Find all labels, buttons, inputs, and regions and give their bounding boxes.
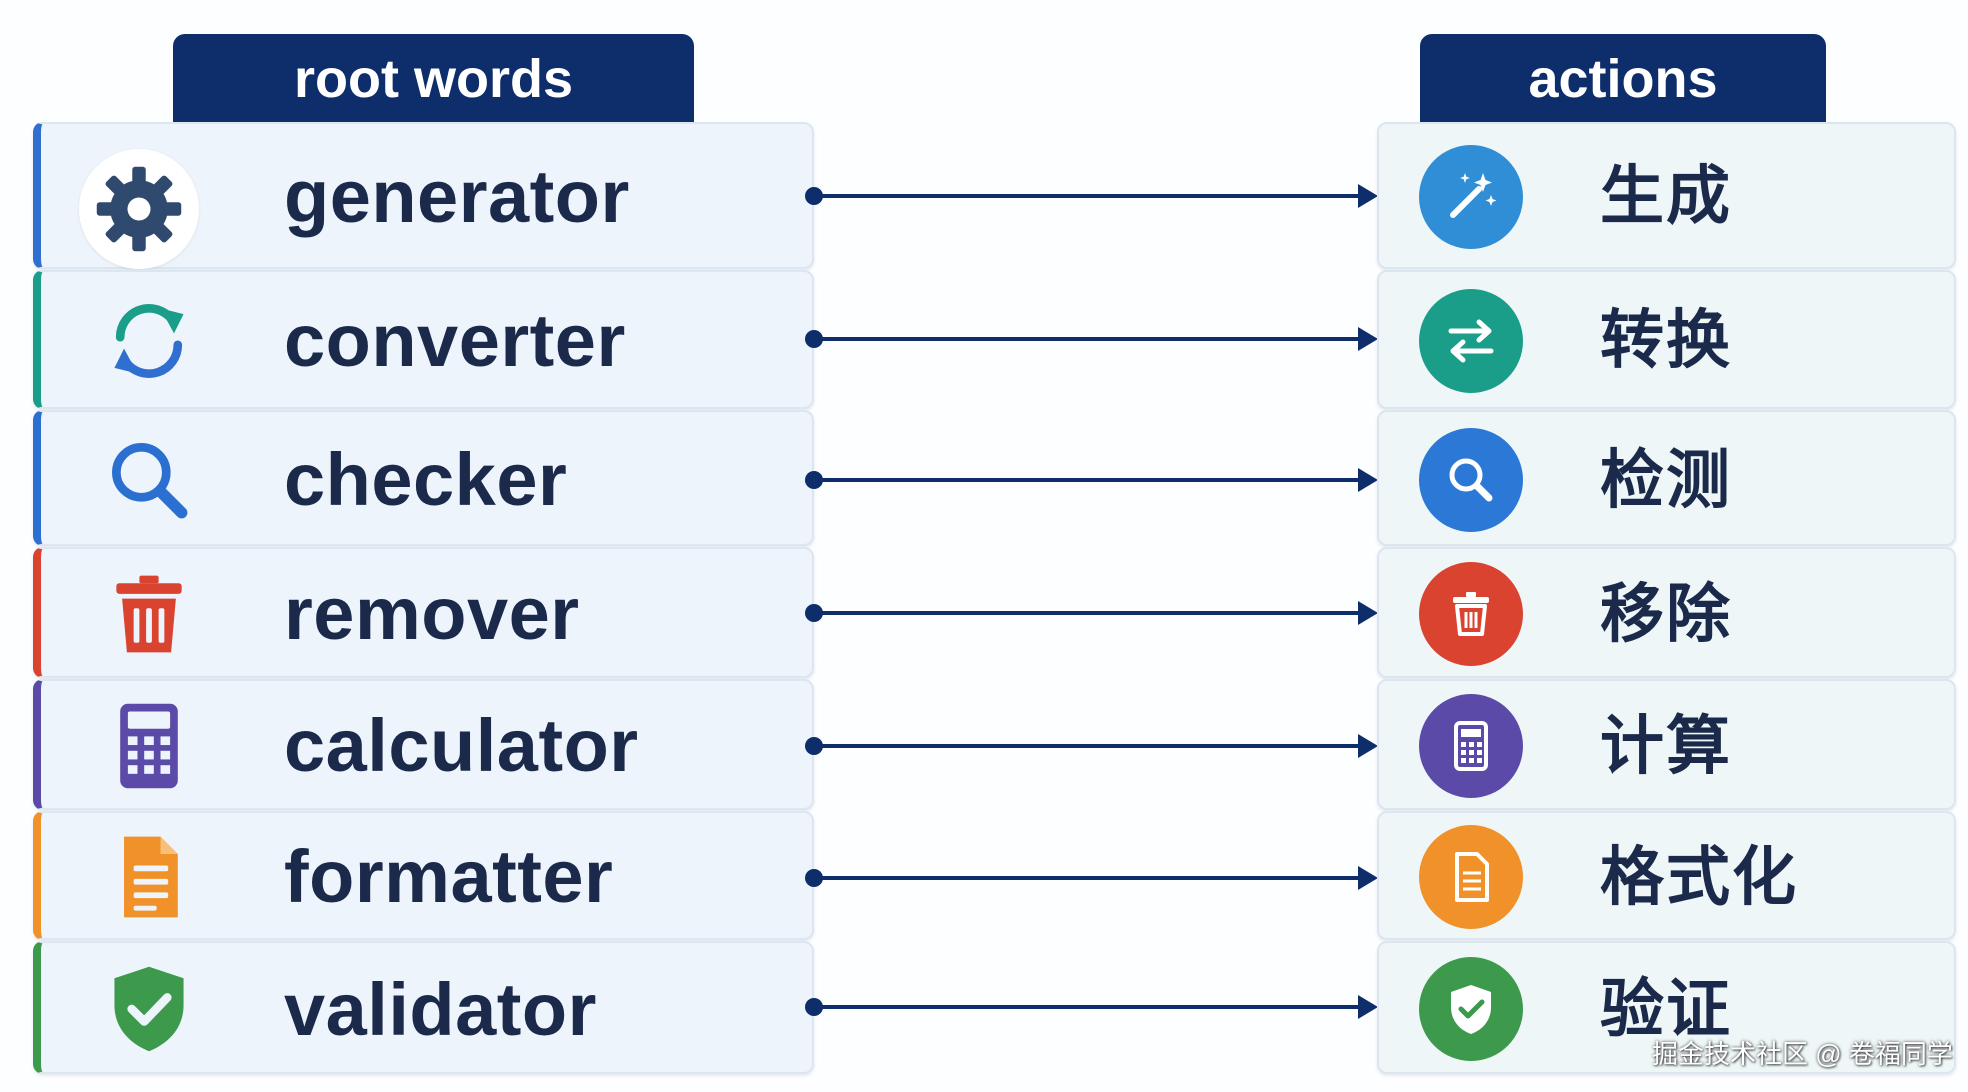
root-word-card-generator: generator	[33, 122, 814, 269]
root-word-card-remover: remover	[33, 547, 814, 678]
action-card-validate: 验证	[1377, 941, 1956, 1074]
calculator-icon	[101, 698, 197, 794]
action-text: 验证	[1600, 973, 1732, 1045]
root-word-card-calculator: calculator	[33, 679, 814, 810]
root-word-text: calculator	[284, 704, 639, 787]
action-card-convert: 转换	[1377, 270, 1956, 409]
arrow-connector	[805, 327, 1382, 351]
action-text: 移除	[1600, 578, 1732, 650]
root-word-card-converter: converter	[33, 270, 814, 409]
arrow-connector	[805, 866, 1382, 890]
shield-check-icon	[1419, 957, 1523, 1061]
root-word-text: remover	[284, 572, 580, 655]
action-text: 检测	[1600, 444, 1732, 516]
mapping-row-converter: converter 转换	[0, 270, 1968, 409]
arrow-connector	[805, 184, 1382, 208]
refresh-icon	[101, 293, 197, 389]
mapping-row-formatter: formatter 格式化	[0, 811, 1968, 940]
root-word-text: validator	[284, 968, 597, 1051]
calculator-icon	[1419, 694, 1523, 798]
action-card-calculate: 计算	[1377, 679, 1956, 810]
action-card-generate: 生成	[1377, 122, 1956, 269]
action-card-detect: 检测	[1377, 410, 1956, 546]
document-icon	[1419, 825, 1523, 929]
mapping-row-validator: validator 验证	[0, 941, 1968, 1074]
arrow-connector	[805, 734, 1382, 758]
action-text: 生成	[1600, 160, 1732, 232]
shield-check-icon	[101, 961, 197, 1057]
gear-icon	[79, 149, 199, 269]
root-word-card-checker: checker	[33, 410, 814, 546]
header-root-words: root words	[173, 34, 694, 124]
arrow-connector	[805, 995, 1382, 1019]
search-icon	[1419, 428, 1523, 532]
root-word-card-formatter: formatter	[33, 811, 814, 940]
document-icon	[101, 829, 197, 925]
action-text: 计算	[1600, 710, 1732, 782]
root-word-text: formatter	[284, 835, 614, 918]
root-word-text: generator	[284, 155, 630, 238]
arrow-connector	[805, 601, 1382, 625]
mapping-row-remover: remover 移除	[0, 547, 1968, 678]
mapping-row-generator: generator 生成	[0, 122, 1968, 269]
trash-icon	[101, 566, 197, 662]
header-actions: actions	[1420, 34, 1826, 124]
arrow-connector	[805, 468, 1382, 492]
magic-wand-icon	[1419, 145, 1523, 249]
action-text: 格式化	[1600, 841, 1798, 913]
watermark: 掘金技术社区 @ 卷福同学	[1652, 1039, 1953, 1069]
root-word-text: converter	[284, 299, 626, 382]
root-word-card-validator: validator	[33, 941, 814, 1074]
mapping-row-checker: checker 检测	[0, 410, 1968, 546]
root-word-text: checker	[284, 438, 568, 521]
mapping-row-calculator: calculator 计算	[0, 679, 1968, 810]
action-text: 转换	[1600, 304, 1732, 376]
action-card-remove: 移除	[1377, 547, 1956, 678]
search-icon	[101, 432, 197, 528]
action-card-format: 格式化	[1377, 811, 1956, 940]
trash-icon	[1419, 562, 1523, 666]
swap-arrows-icon	[1419, 289, 1523, 393]
